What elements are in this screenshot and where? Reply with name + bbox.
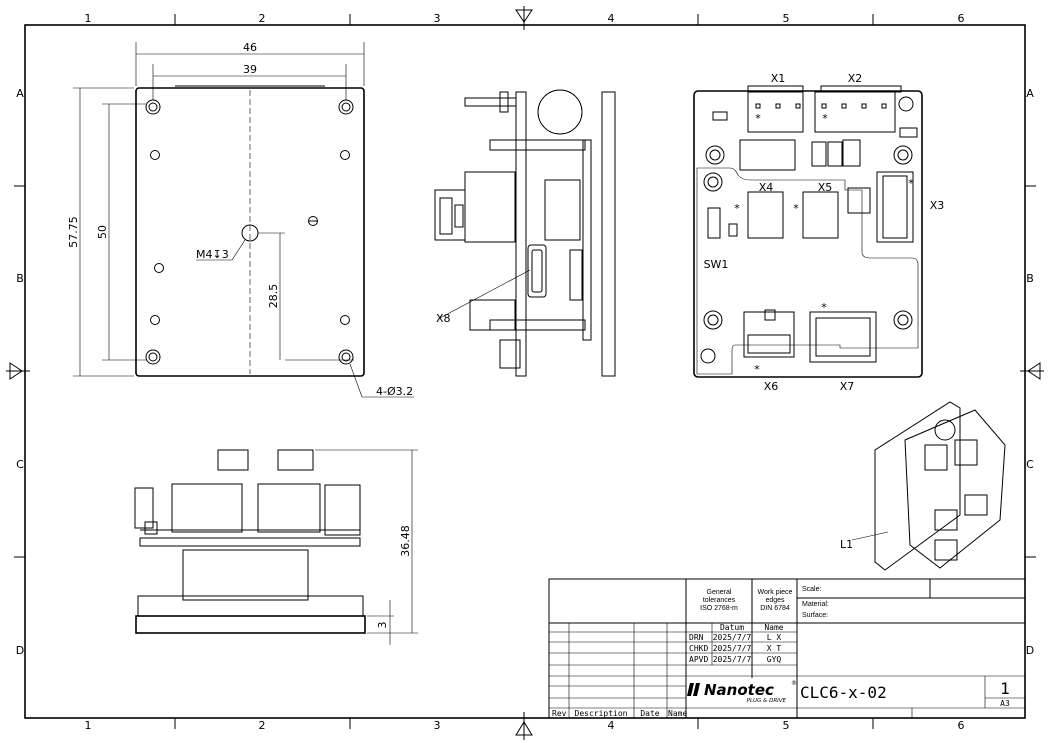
side-view [434, 89, 616, 377]
thread-callout: M4↧3 [196, 248, 229, 261]
pin1-marker: * [754, 363, 760, 376]
sheet-format: A3 [1000, 699, 1010, 708]
title-block: General tolerances ISO 2768-m Work piece… [548, 578, 1026, 719]
zone-ticks [14, 14, 1036, 729]
date-header: Date [640, 709, 659, 718]
work-piece-edges: Work piece [758, 589, 793, 596]
zone-labels: 1 2 3 4 5 6 1 2 3 4 5 6 A B C D A B C D [16, 12, 1034, 732]
surface-label: Surface: [802, 612, 828, 619]
column-label: 3 [434, 719, 441, 732]
column-label: 3 [434, 12, 441, 25]
elevation-dims [315, 449, 418, 645]
drawing-number: CLC6-x-02 [800, 683, 887, 702]
approval-role: APVD [689, 655, 708, 664]
label-x1: X1 [771, 72, 786, 85]
pin1-marker: * [793, 202, 799, 215]
row-label: A [1026, 87, 1034, 100]
label-x2: X2 [848, 72, 863, 85]
nanotec-logo: Nanotec ® PLUG & DRIVE [687, 680, 797, 704]
label-sw1: SW1 [704, 258, 729, 271]
column-label: 6 [958, 12, 965, 25]
front-view: 46 39 57.75 50 28.5 M4↧3 4-Ø3.2 [67, 41, 414, 398]
column-label: 2 [259, 719, 266, 732]
approval-role: CHKD [689, 644, 708, 653]
column-label: 6 [958, 719, 965, 732]
label-x4: X4 [759, 181, 774, 194]
pin1-marker: * [821, 301, 827, 314]
iso-view [851, 401, 1006, 571]
elevation-view [134, 449, 366, 634]
dim-width-inner: 39 [243, 63, 257, 76]
row-label: D [1026, 644, 1034, 657]
pin1-marker: * [908, 177, 914, 190]
column-label: 4 [608, 719, 615, 732]
column-label: 1 [85, 12, 92, 25]
row-label: A [16, 87, 24, 100]
general-tolerances: ISO 2768-m [700, 605, 738, 612]
name-header: Name [764, 623, 783, 632]
work-piece-edges: DIN 6784 [760, 605, 790, 612]
row-label: C [16, 458, 24, 471]
column-label: 2 [259, 12, 266, 25]
svg-text:Nanotec: Nanotec [704, 681, 774, 699]
drawing-frame [24, 24, 1026, 719]
column-label: 5 [783, 12, 790, 25]
datum-header: Datum [720, 623, 744, 632]
pin1-marker: * [755, 112, 761, 125]
scale-label: Scale: [802, 586, 822, 593]
column-label: 5 [783, 719, 790, 732]
general-tolerances: General [707, 589, 732, 596]
column-label: 4 [608, 12, 615, 25]
row-label: B [1026, 272, 1034, 285]
rev-header: Rev [552, 709, 567, 718]
hole-callout: 4-Ø3.2 [376, 385, 413, 398]
dim-height-inner: 50 [96, 225, 109, 239]
svg-text:®: ® [791, 680, 797, 687]
label-x5: X5 [818, 181, 833, 194]
pin1-marker: * [734, 202, 740, 215]
row-label: C [1026, 458, 1034, 471]
sheet-number: 1 [1000, 679, 1010, 698]
centering-arrows [6, 6, 1044, 740]
approval-role: DRN [689, 633, 704, 642]
approval-date: 2025/7/7 [713, 644, 752, 653]
column-label: 1 [85, 719, 92, 732]
approval-rows: DRN 2025/7/7 L X CHKD 2025/7/7 X T APVD … [689, 633, 781, 664]
pin1-marker: * [822, 112, 828, 125]
dim-height: 36.48 [399, 525, 412, 557]
label-x3: X3 [930, 199, 945, 212]
approval-name: X T [767, 644, 782, 653]
label-x7: X7 [840, 380, 855, 393]
name-header: Name [668, 709, 687, 718]
dim-hole-y: 28.5 [267, 284, 280, 309]
approval-date: 2025/7/7 [713, 655, 752, 664]
top-view-labels: X1 X2 X3 X4 X5 X6 X7 SW1 * * * * * * * [704, 72, 945, 393]
top-view-pcb [693, 85, 923, 378]
material-label: Material: [802, 601, 829, 608]
dim-base: 3 [376, 622, 389, 629]
dim-height-outer: 57.75 [67, 216, 80, 248]
label-x8: X8 [436, 312, 451, 325]
row-label: D [16, 644, 24, 657]
label-x6: X6 [764, 380, 779, 393]
approval-name: GYQ [767, 655, 782, 664]
approval-name: L X [767, 633, 782, 642]
approval-date: 2025/7/7 [713, 633, 752, 642]
svg-text:PLUG & DRIVE: PLUG & DRIVE [747, 698, 787, 704]
general-tolerances: tolerances [703, 597, 736, 604]
work-piece-edges: edges [765, 597, 785, 604]
label-l1: L1 [840, 538, 853, 551]
dim-width-outer: 46 [243, 41, 257, 54]
description-header: Description [575, 709, 628, 718]
row-label: B [16, 272, 24, 285]
